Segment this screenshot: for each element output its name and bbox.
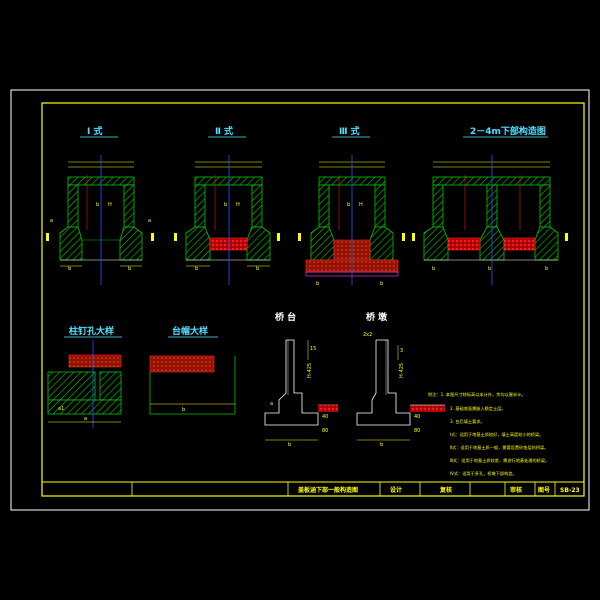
svg-text:b: b bbox=[182, 407, 185, 413]
svg-text:2x2: 2x2 bbox=[363, 332, 372, 338]
svg-text:b: b bbox=[380, 442, 383, 448]
svg-text:b: b bbox=[128, 266, 131, 272]
section-2-title: 桥 墩 bbox=[366, 311, 388, 323]
note-4: Ⅰ式：适用于地基土质较好，填土高度较小的桥梁。 bbox=[450, 431, 543, 438]
svg-text:a: a bbox=[50, 218, 53, 224]
svg-text:b: b bbox=[488, 266, 491, 272]
note-title: 附注：1. 本图尺寸除标高以米计外，余均以厘米计。 bbox=[428, 391, 525, 398]
svg-text:H: H bbox=[359, 202, 363, 208]
svg-text:40: 40 bbox=[322, 414, 328, 420]
svg-text:80: 80 bbox=[322, 428, 328, 434]
inner-border bbox=[41, 102, 585, 497]
svg-text:b: b bbox=[224, 202, 227, 208]
svg-text:b: b bbox=[195, 266, 198, 272]
detail-2-title: 台帽大样 bbox=[172, 325, 208, 337]
type-4-view: 2－4m下部构造图 b b b bbox=[412, 125, 568, 285]
drawing-name: 盖板涵下部一般构造图 bbox=[298, 486, 358, 494]
outer-frame bbox=[10, 89, 590, 511]
svg-text:b: b bbox=[316, 281, 319, 287]
type-3-title: Ⅲ 式 bbox=[339, 125, 360, 137]
type-4-title: 2－4m下部构造图 bbox=[470, 125, 546, 137]
svg-text:a1: a1 bbox=[58, 406, 64, 412]
note-2: 2. 基础底面需嵌入稳定土层。 bbox=[450, 405, 506, 412]
detail-1-title: 柱钉孔大样 bbox=[69, 325, 114, 337]
detail-1-view: 柱钉孔大样 a a1 bbox=[47, 325, 122, 428]
type-2-view: Ⅱ 式 b H b b bbox=[174, 125, 280, 285]
svg-text:b: b bbox=[288, 442, 291, 448]
note-6: Ⅲ式：适用于地基土质较差，需进行地基处理的桥梁。 bbox=[450, 457, 549, 464]
svg-text:b: b bbox=[96, 202, 99, 208]
svg-text:b: b bbox=[432, 266, 435, 272]
notes-block: 附注：1. 本图尺寸除标高以米计外，余均以厘米计。 2. 基础底面需嵌入稳定土层… bbox=[428, 391, 549, 477]
svg-text:b: b bbox=[347, 202, 350, 208]
svg-text:a: a bbox=[148, 218, 151, 224]
design-label: 设计 bbox=[390, 486, 402, 494]
svg-text:H: H bbox=[236, 202, 240, 208]
title-block: 盖板涵下部一般构造图 设计 复核 审核 图号 SB-23 bbox=[42, 481, 584, 496]
type-3-view: Ⅲ 式 b H b b bbox=[298, 125, 405, 287]
detail-2-view: 台帽大样 b bbox=[149, 325, 236, 415]
check-label: 审核 bbox=[510, 486, 522, 494]
type-2-title: Ⅱ 式 bbox=[215, 125, 233, 137]
svg-text:b: b bbox=[380, 281, 383, 287]
note-3: 3. 台后填土要求。 bbox=[450, 418, 485, 425]
svg-text:80: 80 bbox=[414, 428, 420, 434]
svg-text:b: b bbox=[68, 266, 71, 272]
svg-text:a: a bbox=[84, 416, 87, 422]
section-1-title: 桥 台 bbox=[275, 311, 296, 323]
sheet-number: SB-23 bbox=[560, 487, 580, 494]
note-5: Ⅱ式：适用于地基土质一般，需要设置砂垫层的桥梁。 bbox=[450, 444, 548, 451]
svg-text:H: H bbox=[108, 202, 112, 208]
svg-text:H-425: H-425 bbox=[307, 363, 313, 378]
section-1-view: 桥 台 15 H-425 b 40 80 a bbox=[264, 311, 338, 448]
note-7: Ⅳ式：适用于多孔，桥墩下部构造。 bbox=[450, 470, 517, 477]
review-label: 复核 bbox=[439, 486, 452, 494]
svg-text:40: 40 bbox=[414, 414, 420, 420]
svg-text:15: 15 bbox=[310, 346, 316, 352]
section-2-view: 桥 墩 2x2 3 H-425 b 40 80 bbox=[356, 311, 445, 448]
svg-text:b: b bbox=[256, 266, 259, 272]
svg-text:a: a bbox=[270, 401, 273, 407]
svg-text:b: b bbox=[545, 266, 548, 272]
type-1-view: Ⅰ 式 b H b b a a bbox=[46, 125, 154, 285]
type-1-title: Ⅰ 式 bbox=[87, 125, 102, 137]
svg-text:3: 3 bbox=[400, 348, 403, 354]
sheet-label: 图号 bbox=[538, 486, 550, 494]
svg-text:H-425: H-425 bbox=[399, 363, 405, 378]
